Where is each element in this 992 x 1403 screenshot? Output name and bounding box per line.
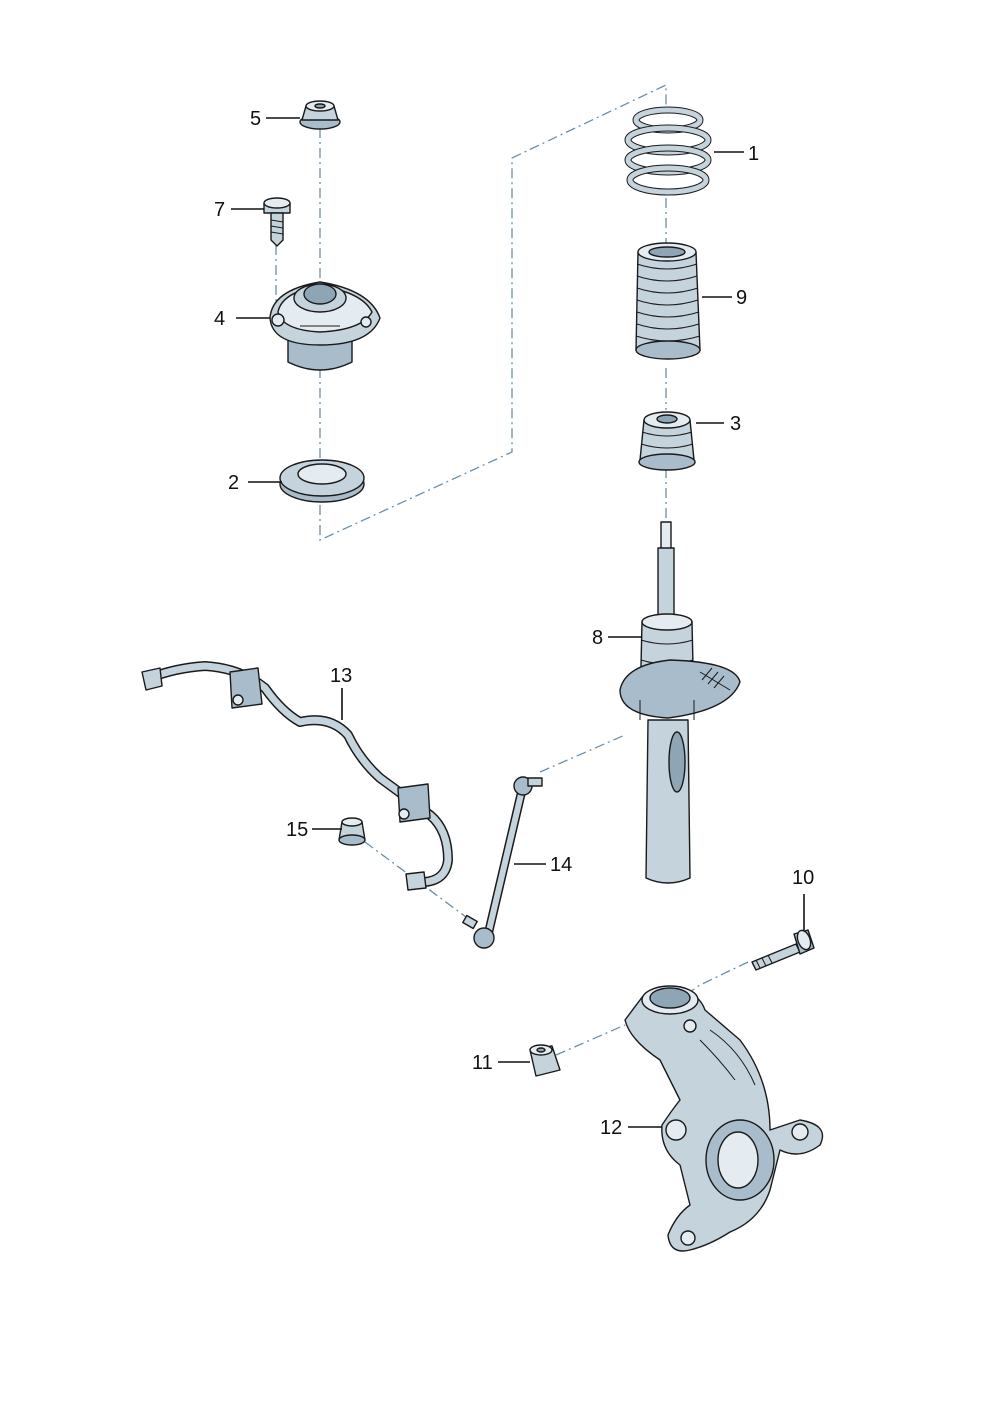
part-11-nut — [529, 1044, 561, 1077]
callout-9: 9 — [736, 287, 747, 309]
part-14-coupling-rod — [462, 776, 543, 949]
callout-5: 5 — [250, 108, 261, 130]
callout-labels: 1 2 3 4 5 7 8 9 10 11 12 13 14 15 — [214, 108, 814, 1139]
assembly-center-lines — [275, 83, 749, 1056]
part-9-protective-bellows — [635, 242, 701, 360]
part-12-wheel-bearing-housing — [624, 985, 824, 1252]
part-13-stabilizer-bar — [141, 661, 453, 891]
part-10-bolt — [751, 929, 815, 971]
part-7-bolt — [263, 197, 291, 247]
callout-8: 8 — [592, 627, 603, 649]
callout-4: 4 — [214, 308, 225, 330]
callout-15: 15 — [286, 819, 308, 841]
callout-1: 1 — [748, 143, 759, 165]
part-3-bump-stop — [638, 411, 696, 471]
callout-3: 3 — [730, 413, 741, 435]
callout-11: 11 — [472, 1052, 493, 1074]
callout-14: 14 — [550, 854, 572, 876]
part-5-flange-nut — [299, 100, 341, 130]
callout-12: 12 — [600, 1117, 622, 1139]
part-1-coil-spring — [624, 106, 712, 196]
part-8-shock-absorber-strut — [619, 521, 741, 884]
callout-13: 13 — [330, 665, 352, 687]
part-4-strut-mount — [269, 281, 381, 371]
callout-2: 2 — [228, 472, 239, 494]
part-15-nut — [338, 817, 366, 846]
callout-10: 10 — [792, 867, 814, 889]
part-2-bearing-ring — [279, 459, 365, 503]
leader-lines — [231, 117, 805, 1128]
callout-7: 7 — [214, 199, 225, 221]
